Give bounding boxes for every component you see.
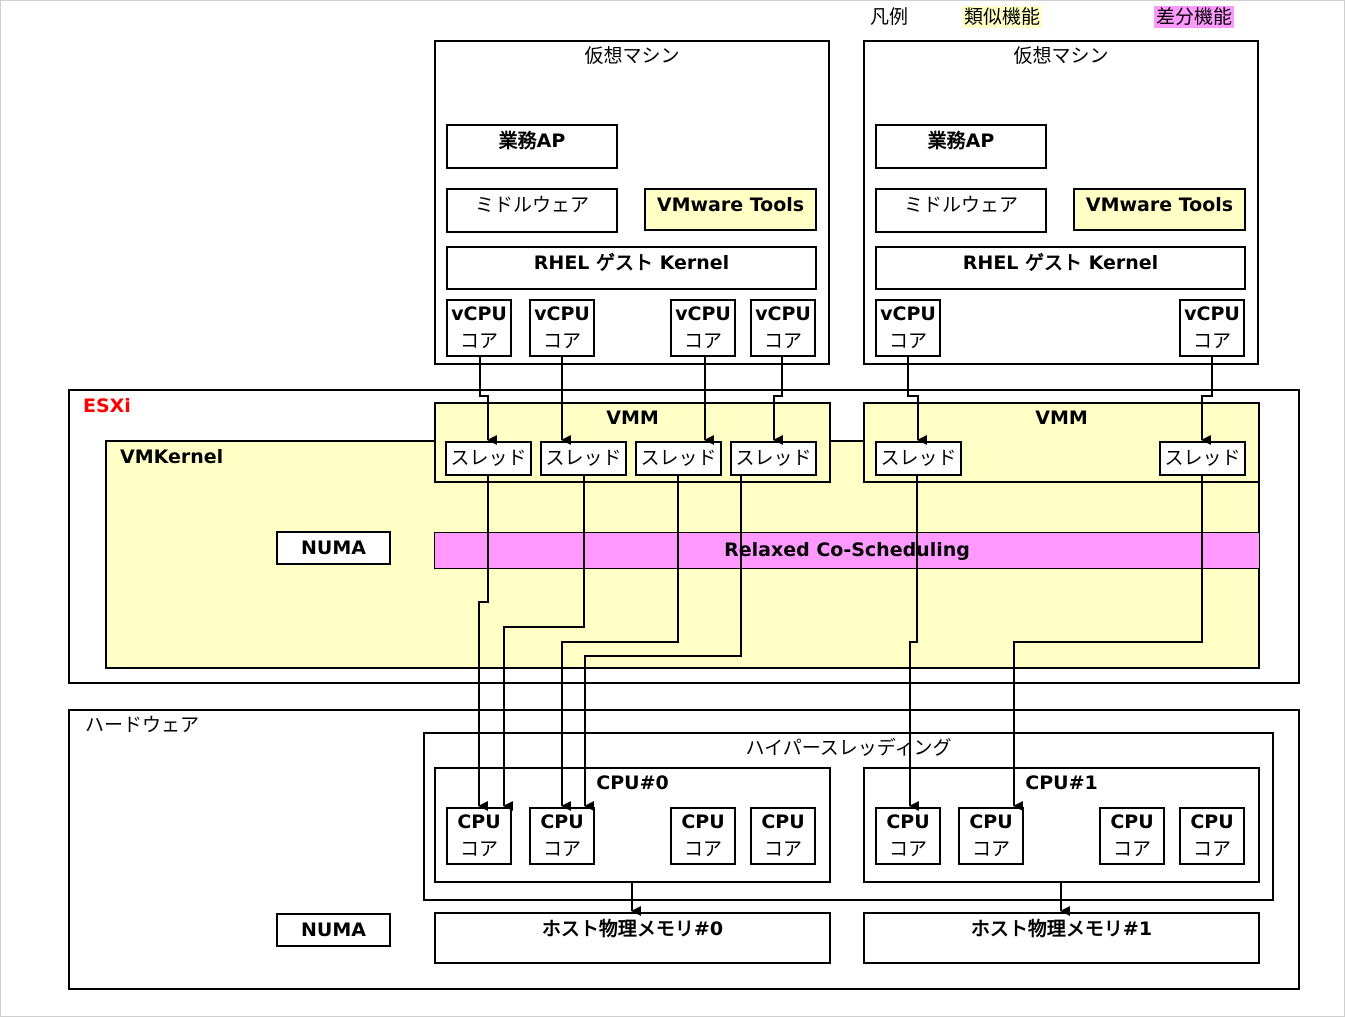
- vm-1-middleware: ミドルウェア: [446, 188, 618, 233]
- hardware-label: ハードウェア: [85, 714, 200, 736]
- legend-difference: 差分機能: [1154, 6, 1235, 28]
- relaxed-co-scheduling: Relaxed Co-Scheduling: [434, 532, 1260, 569]
- cpu1-label: CPU#1: [1025, 772, 1098, 794]
- host-memory-0: ホスト物理メモリ#0: [434, 912, 831, 964]
- esxi-label: ESXi: [83, 395, 131, 417]
- host-memory-1: ホスト物理メモリ#1: [863, 912, 1260, 964]
- thread-3: スレッド: [635, 441, 722, 476]
- vmm-2-label: VMM: [1035, 407, 1088, 429]
- esxi-numa: NUMA: [276, 531, 391, 565]
- vm-2-tools: VMware Tools: [1073, 188, 1246, 231]
- legend-similar: 類似機能: [962, 6, 1043, 28]
- legend-label: 凡例: [870, 6, 909, 28]
- vm-1-tools: VMware Tools: [644, 188, 817, 231]
- hw-numa: NUMA: [276, 913, 391, 947]
- vm-1-title: 仮想マシン: [584, 45, 680, 67]
- vm-2-title: 仮想マシン: [1013, 45, 1109, 67]
- cpu0-label: CPU#0: [596, 772, 669, 794]
- thread-5: スレッド: [875, 441, 962, 476]
- thread-6: スレッド: [1159, 441, 1246, 476]
- vm-2-kernel: RHEL ゲスト Kernel: [875, 246, 1246, 290]
- vm-1-app: 業務AP: [446, 124, 618, 169]
- vmm-1-label: VMM: [606, 407, 659, 429]
- thread-1: スレッド: [445, 441, 532, 476]
- hyperthreading-label: ハイパースレッディング: [745, 737, 952, 759]
- vm-1-kernel: RHEL ゲスト Kernel: [446, 246, 817, 290]
- thread-2: スレッド: [540, 441, 627, 476]
- vm-2-app: 業務AP: [875, 124, 1047, 169]
- vm-2-middleware: ミドルウェア: [875, 188, 1047, 233]
- thread-4: スレッド: [730, 441, 817, 476]
- vmkernel-label: VMKernel: [120, 446, 224, 468]
